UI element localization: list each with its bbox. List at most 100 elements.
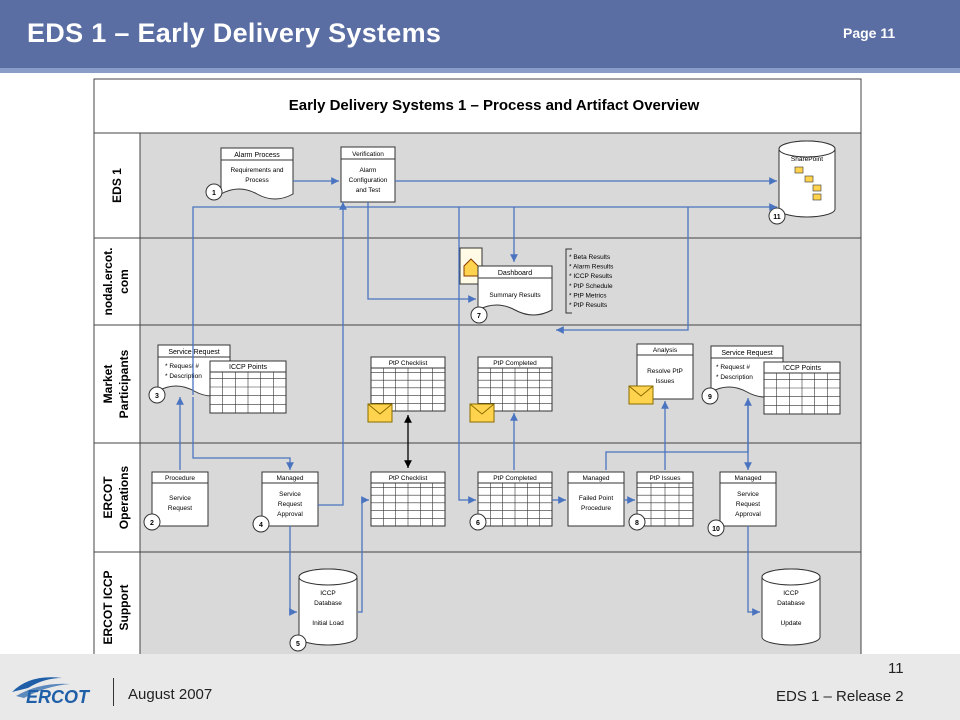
verification-header — [340, 146, 396, 160]
verification-body: Alarm — [360, 167, 377, 174]
step-11 — [768, 207, 786, 225]
folder-icon — [794, 166, 804, 174]
flow-verification-to-dashboard — [367, 202, 476, 303]
verification-body: Configuration — [349, 177, 388, 184]
ercot-logo: ERCOT — [12, 677, 91, 707]
lane-label: Support — [117, 585, 131, 631]
iccp-db-update-label: Update — [781, 620, 802, 627]
alarm-process-body: Requirements and — [230, 167, 283, 174]
ptp-issues-header — [636, 471, 694, 484]
iccp-db-update-top — [761, 568, 821, 586]
procedure-title: Procedure — [165, 475, 195, 482]
footer-date: August 2007 — [128, 686, 213, 703]
managed-approval-1-body: Approval — [277, 511, 303, 518]
page-label: Page 11 — [843, 25, 896, 41]
step-9 — [701, 387, 719, 405]
managed-approval-2-body: Request — [736, 501, 760, 508]
mp-ptp-completed-header — [477, 356, 553, 369]
step-10 — [707, 519, 725, 537]
flow-approval-to-verification — [318, 202, 347, 506]
results-item: * PtP Metrics — [569, 292, 607, 299]
step-9-label: 9 — [708, 394, 712, 401]
results-item: * ICCP Results — [569, 273, 613, 280]
ops-ptp-completed-header — [477, 471, 553, 484]
managed-approval-1-header — [261, 471, 319, 484]
procedure-body: Service — [169, 495, 191, 502]
step-2 — [143, 513, 161, 531]
procedure-body: Request — [168, 505, 192, 512]
ops-ptp-checklist-title: PtP Checklist — [389, 475, 428, 482]
mp-sr2-header — [710, 345, 784, 359]
lane-header — [93, 442, 141, 553]
mp-envelope-3-flap — [628, 385, 654, 397]
mp-iccp-points-2-header — [763, 361, 841, 374]
slide-title: EDS 1 – Early Delivery Systems — [27, 18, 442, 48]
step-6 — [469, 513, 487, 531]
iccp-db-initial-label: ICCP — [320, 590, 336, 597]
step-3 — [148, 386, 166, 404]
dashboard-header — [477, 265, 553, 279]
alarm-process-doc — [220, 147, 294, 200]
managed-approval-1-body: Service — [279, 491, 301, 498]
mp-envelope-2-flap — [469, 403, 495, 415]
flow-mp-to-sharepoint — [192, 203, 777, 395]
folder-icon — [812, 193, 822, 201]
flow-sr-to-approval — [192, 397, 294, 470]
step-4-label: 4 — [259, 522, 263, 529]
lane-label: ERCOT — [101, 476, 115, 519]
step-1-label: 1 — [212, 190, 216, 197]
mp-iccp-points-2-title: ICCP Points — [783, 365, 821, 372]
footer-separator — [113, 678, 114, 706]
step-6-label: 6 — [476, 520, 480, 527]
managed-approval-2-body: Approval — [735, 511, 761, 518]
step-2-label: 2 — [150, 520, 154, 527]
step-8-label: 8 — [635, 520, 639, 527]
ops-ptp-completed-title: PtP Completed — [493, 475, 537, 482]
managed-approval-2-header — [719, 471, 777, 484]
analysis-title: Analysis — [653, 347, 678, 354]
verification-title: Verification — [352, 151, 384, 158]
failed-point-body: Failed Point — [579, 495, 614, 502]
mp-sr1-title: Service Request — [168, 349, 219, 356]
alarm-process-title: Alarm Process — [234, 152, 280, 159]
lane-label: EDS 1 — [110, 168, 124, 203]
iccp-db-initial-top — [298, 568, 358, 586]
analysis-body: Issues — [656, 378, 676, 385]
flow-db-to-checklist — [358, 496, 369, 613]
mp-ptp-completed-title: PtP Completed — [493, 360, 537, 367]
managed-approval-1-title: Managed — [276, 475, 303, 482]
mp-sr1-header — [157, 344, 231, 358]
step-4 — [252, 515, 270, 533]
analysis-header — [636, 343, 694, 356]
results-item: * Beta Results — [569, 254, 611, 261]
managed-approval-1-body: Request — [278, 501, 302, 508]
managed-approval-2-title: Managed — [734, 475, 761, 482]
mp-envelope-1-flap — [367, 403, 393, 415]
slide-header — [0, 0, 960, 68]
analysis-body: Resolve PtP — [647, 368, 683, 375]
footer-release: EDS 1 – Release 2 — [776, 688, 904, 705]
step-3-label: 3 — [155, 393, 159, 400]
lane-header — [93, 551, 141, 664]
dashboard-title: Dashboard — [498, 270, 532, 277]
managed-approval-2-body: Service — [737, 491, 759, 498]
mp-sr2-body: * Request # — [716, 364, 750, 371]
sharepoint-label: SharePoint — [791, 156, 823, 163]
header-stripe — [0, 68, 960, 73]
slide-footer — [0, 654, 960, 720]
mp-iccp-points-1-header — [209, 360, 287, 373]
mp-sr1-body: * Request # — [165, 363, 199, 370]
step-1 — [205, 183, 223, 201]
results-item: * Alarm Results — [569, 264, 614, 271]
step-11-label: 11 — [773, 214, 781, 221]
step-10-label: 10 — [712, 526, 720, 533]
lane-header — [93, 324, 141, 444]
mp-sr2-title: Service Request — [721, 350, 772, 357]
flow-approval-to-db — [289, 526, 297, 616]
folder-icon — [804, 175, 814, 183]
failed-point-title: Managed — [582, 475, 609, 482]
step-8 — [628, 513, 646, 531]
svg-text:ERCOT: ERCOT — [26, 687, 91, 707]
lane-label: Market — [101, 365, 115, 404]
iccp-db-initial-label: Database — [314, 600, 342, 607]
